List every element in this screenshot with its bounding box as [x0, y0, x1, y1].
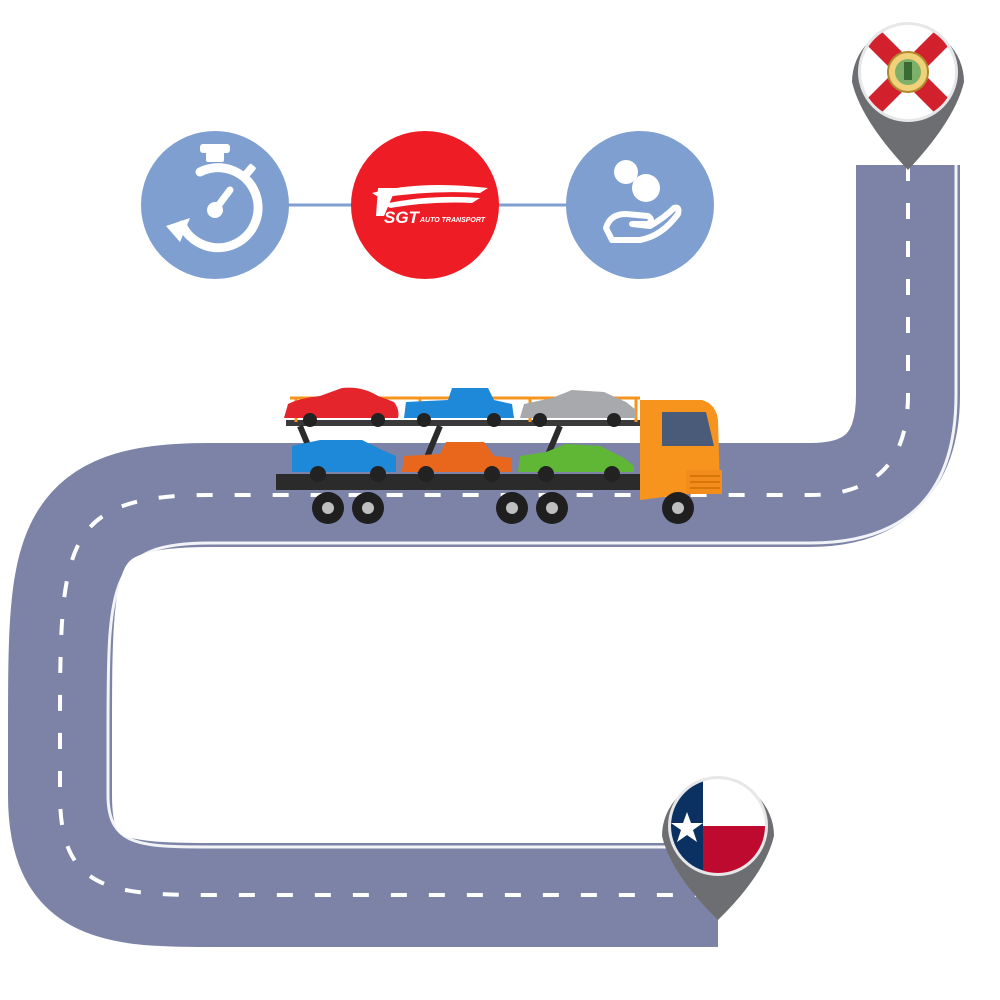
silver-sedan	[520, 390, 636, 427]
logo-tagline: AUTO TRANSPORT	[419, 217, 486, 224]
logo-wordmark: SGT	[384, 208, 421, 227]
blue-pickup-truck	[404, 388, 514, 427]
florida-flag-marker	[852, 22, 964, 170]
orange-pickup-truck	[402, 442, 512, 482]
car-carrier-truck	[276, 387, 722, 524]
sgt-logo-icon: SGT AUTO TRANSPORT	[351, 131, 499, 279]
road-edge-lines	[106, 165, 958, 849]
winding-road	[4, 165, 964, 951]
red-sports-car	[284, 387, 399, 427]
stopwatch-icon	[141, 131, 289, 279]
green-sports-car	[518, 444, 634, 482]
truck-wheels	[312, 492, 694, 524]
hand-coins-icon	[566, 131, 714, 279]
road-center-dashes	[58, 165, 910, 897]
truck-cab	[640, 400, 722, 500]
blue-suv	[292, 440, 396, 482]
